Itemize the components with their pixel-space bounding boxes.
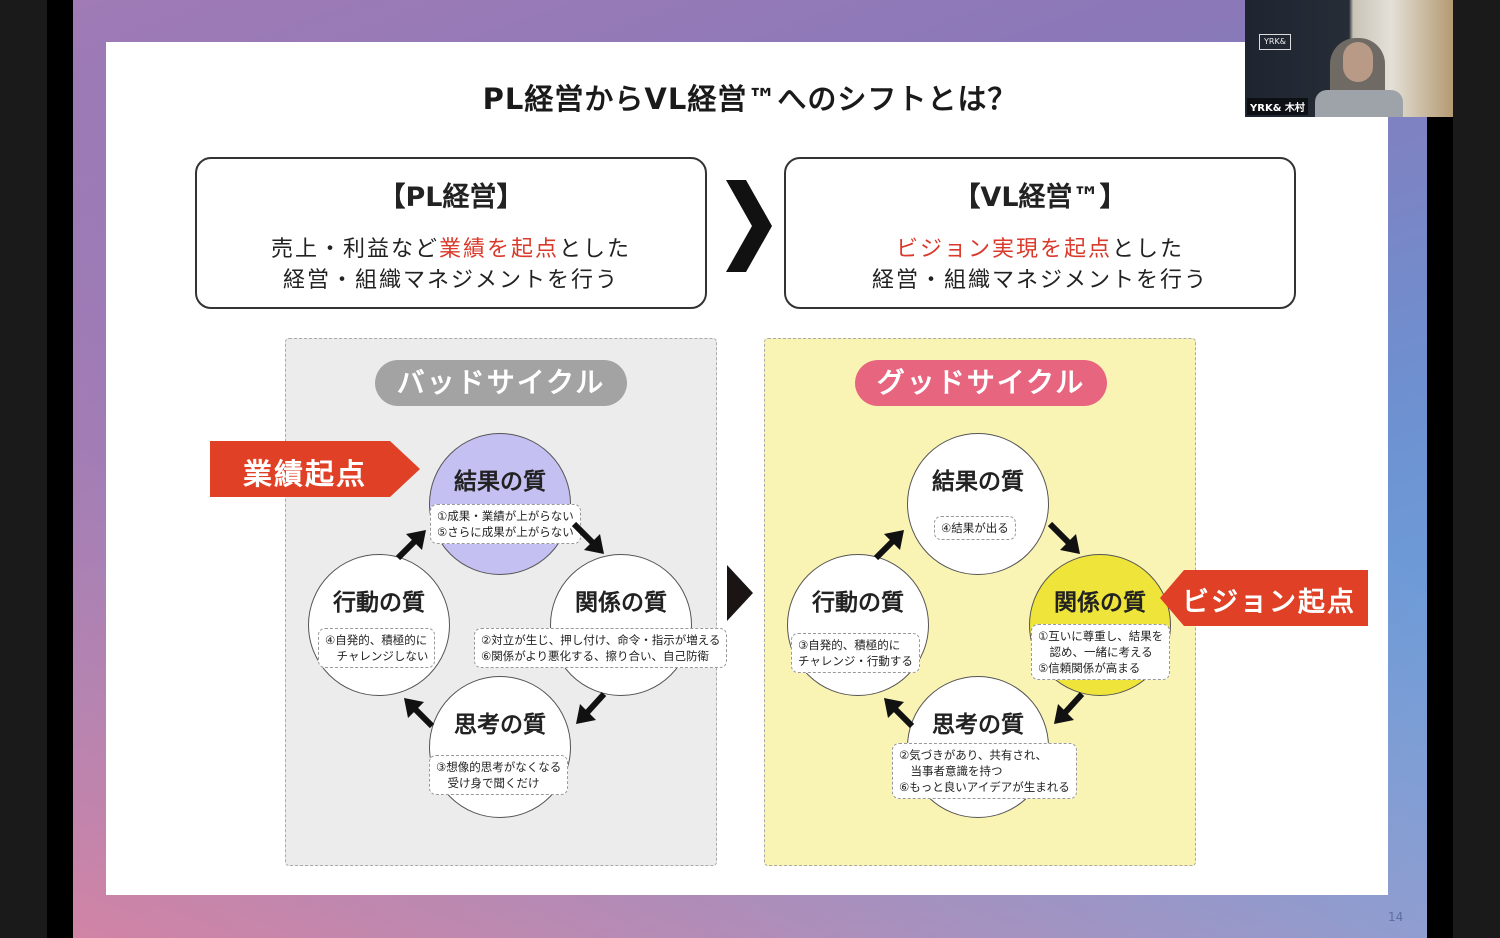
- note-line: 当事者意識を持つ: [899, 764, 1003, 778]
- good-thinking-note: ②気づきがあり、共有され、 当事者意識を持つ ⑥もっと良いアイデアが生まれる: [892, 743, 1077, 799]
- arrow-down-left-icon: [576, 691, 607, 724]
- chevron-right-icon: [726, 180, 772, 272]
- bad-relation-note: ②対立が生じ、押し付け、命令・指示が増える ⑥関係がより悪化する、擦り合い、自己…: [474, 628, 728, 668]
- note-line: ①成果・業績が上がらない: [437, 509, 574, 523]
- vision-start-callout: [1160, 570, 1368, 626]
- pl-box-line2: 経営・組織マネジメントを行う: [282, 268, 619, 293]
- bad-result-note: ①成果・業績が上がらない ⑤さらに成果が上がらない: [430, 504, 581, 544]
- note-line: ④結果が出る: [941, 521, 1009, 535]
- arrow-down-right-icon: [571, 521, 604, 554]
- note-line: チャレンジ・行動する: [798, 654, 913, 668]
- pl-box-line1: 売上・利益など業績を起点とした: [197, 234, 705, 265]
- arrow-up-left-icon: [404, 698, 435, 729]
- good-thinking-title: 思考の質: [932, 712, 1024, 738]
- bad-cycle-label: バッドサイクル: [375, 360, 627, 406]
- good-result-circle: 結果の質: [907, 433, 1049, 575]
- bad-result-title: 結果の質: [454, 469, 546, 495]
- window-border-left: [47, 0, 73, 938]
- note-line: ⑥もっと良いアイデアが生まれる: [899, 780, 1070, 794]
- arrow-up-left-icon: [884, 698, 915, 729]
- note-line: ⑥関係がより悪化する、擦り合い、自己防衛: [481, 649, 710, 663]
- good-result-note: ④結果が出る: [934, 516, 1016, 540]
- bad-thinking-circle: 思考の質: [429, 676, 571, 818]
- participant-video-tile[interactable]: YRK& YRK& 木村: [1245, 0, 1453, 117]
- good-relation-title: 関係の質: [1054, 590, 1146, 616]
- bad-thinking-note: ③想像的思考がなくなる 受け身で聞くだけ: [429, 755, 569, 795]
- bad-action-title: 行動の質: [333, 590, 425, 616]
- note-line: ③想像的思考がなくなる: [436, 760, 562, 774]
- note-line: ②対立が生じ、押し付け、命令・指示が増える: [481, 633, 721, 647]
- yrk-logo: YRK&: [1259, 34, 1291, 50]
- note-line: ①互いに尊重し、結果を: [1038, 629, 1164, 643]
- vl-box-line2: 経営・組織マネジメントを行う: [871, 268, 1208, 293]
- arrow-down-left-icon: [1054, 691, 1085, 724]
- good-result-title: 結果の質: [932, 469, 1024, 495]
- bad-thinking-title: 思考の質: [454, 712, 546, 738]
- bad-action-circle: 行動の質: [308, 554, 450, 696]
- bad-action-note: ④自発的、積極的に チャレンジしない: [318, 628, 436, 668]
- bad-relation-title: 関係の質: [575, 590, 667, 616]
- participant-face: [1343, 42, 1373, 82]
- good-cycle-label: グッドサイクル: [855, 360, 1107, 406]
- arrow-up-right-icon: [873, 530, 904, 561]
- note-line: ②気づきがあり、共有され、: [899, 748, 1047, 762]
- page-number: 14: [1388, 910, 1404, 924]
- bad-relation-circle: 関係の質: [550, 554, 692, 696]
- note-line: 認め、一緒に考える: [1038, 645, 1153, 659]
- triangle-right-icon: [727, 565, 753, 621]
- pl-management-box: 【PL経営】 売上・利益など業績を起点とした 経営・組織マネジメントを行う: [195, 157, 707, 309]
- arrow-down-right-icon: [1047, 521, 1080, 554]
- participant-suit: [1315, 90, 1403, 117]
- participant-name: YRK& 木村: [1247, 98, 1308, 115]
- window-border-right: [1427, 0, 1453, 938]
- pl-line1-suffix: とした: [559, 237, 632, 262]
- performance-start-label: 業績起点: [243, 457, 368, 491]
- good-action-circle: 行動の質: [787, 554, 929, 696]
- note-line: ⑤信頼関係が高まる: [1038, 661, 1141, 675]
- pl-box-heading: 【PL経営】: [378, 182, 524, 213]
- vision-start-label: ビジョン起点: [1182, 587, 1356, 618]
- note-line: チャレンジしない: [325, 649, 429, 663]
- arrow-up-right-icon: [395, 530, 426, 561]
- vl-line1-suffix: とした: [1112, 237, 1185, 262]
- note-line: 受け身で聞くだけ: [436, 776, 540, 790]
- good-relation-note: ①互いに尊重し、結果を 認め、一緒に考える ⑤信頼関係が高まる: [1031, 624, 1171, 680]
- vl-line1-highlight: ビジョン実現を起点: [895, 237, 1112, 262]
- note-line: ⑤さらに成果が上がらない: [437, 525, 574, 539]
- pl-line1-prefix: 売上・利益など: [270, 237, 439, 262]
- good-action-title: 行動の質: [812, 590, 904, 616]
- slide-title: PL経営からVL経営™へのシフトとは？: [482, 82, 1018, 116]
- vl-box-line1: ビジョン実現を起点とした: [786, 234, 1294, 265]
- pl-line1-highlight: 業績を起点: [438, 237, 559, 262]
- performance-start-callout: [210, 441, 420, 497]
- good-action-note: ③自発的、積極的に チャレンジ・行動する: [791, 633, 920, 673]
- note-line: ③自発的、積極的に: [798, 638, 901, 652]
- vl-box-heading: 【VL経営™】: [953, 182, 1127, 213]
- vl-management-box: 【VL経営™】 ビジョン実現を起点とした 経営・組織マネジメントを行う: [784, 157, 1296, 309]
- note-line: ④自発的、積極的に: [325, 633, 428, 647]
